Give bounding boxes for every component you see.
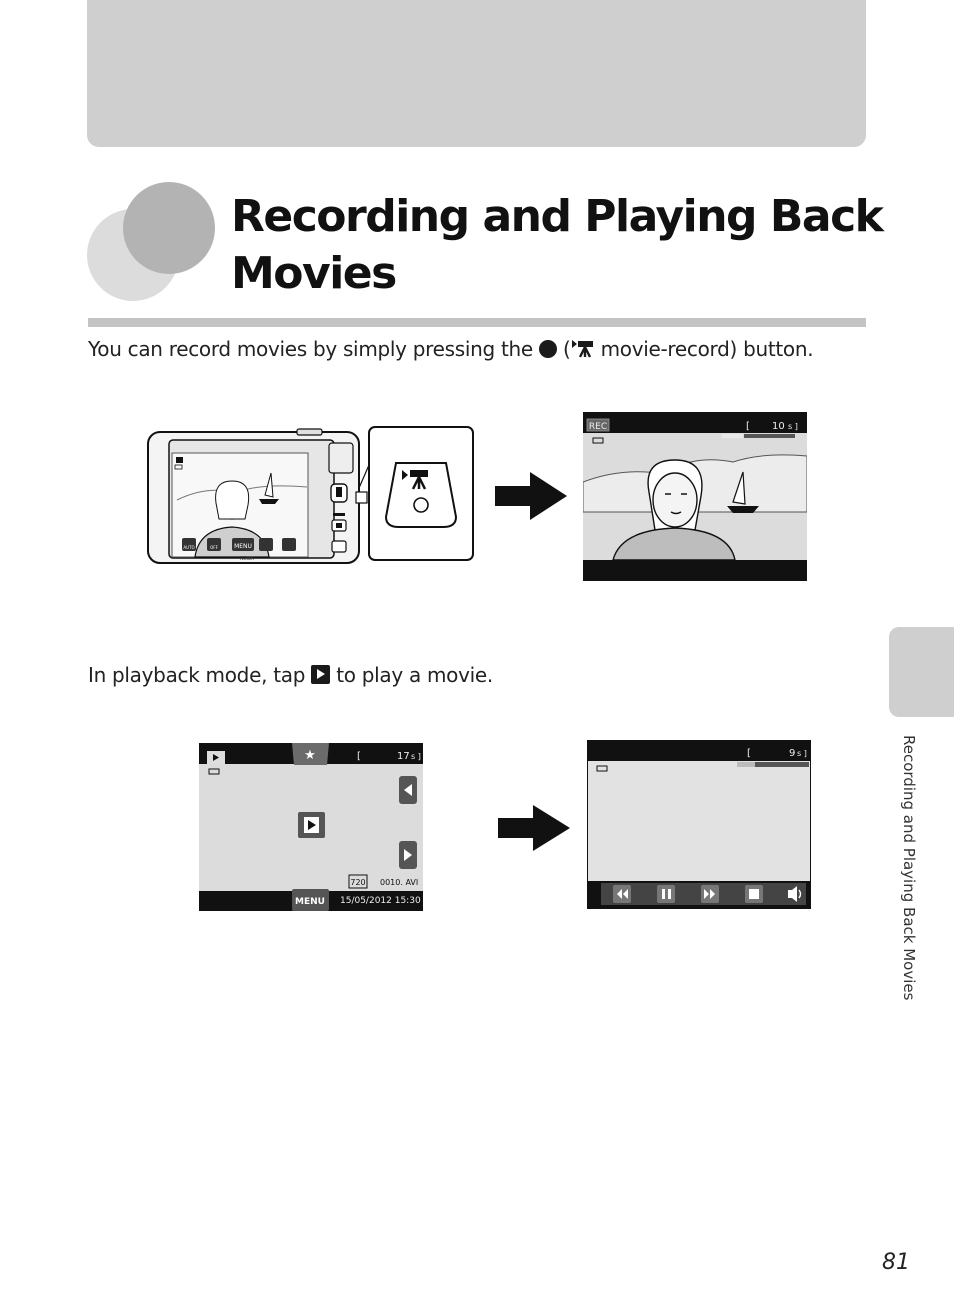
playback-running-screen: [ 9 s ] [587, 740, 811, 909]
star-icon: ★ [304, 748, 316, 763]
camera-off-label: OFF [210, 545, 218, 550]
playback-progress-fill [737, 762, 755, 767]
recording-progress-fill [722, 434, 744, 438]
favorite-tab[interactable] [292, 743, 329, 765]
decorative-circle-dark [123, 182, 215, 274]
intro-paragraph: You can record movies by simply pressing… [88, 337, 814, 361]
menu-label: MENU [295, 897, 325, 907]
playback-select-time: 17 [397, 751, 410, 762]
svg-text:[: [ [746, 421, 750, 432]
side-tab-text: Recording and Playing Back Movies [900, 735, 918, 1001]
camera-auto-label: AUTO [183, 545, 194, 550]
pause-button[interactable] [657, 885, 675, 903]
title-rule [88, 318, 866, 327]
playback-text-after: to play a movie. [336, 663, 493, 687]
svg-text:[: [ [747, 748, 751, 759]
rec-badge: REC [589, 422, 607, 432]
menu-button[interactable] [292, 889, 329, 911]
movie-record-icon [571, 340, 593, 358]
rewind-icon [617, 889, 628, 899]
playback-progress-track [737, 762, 809, 767]
svg-text:s ]: s ] [411, 752, 421, 761]
recording-remaining-time: 10 [772, 421, 785, 432]
svg-text:s ]: s ] [797, 749, 807, 758]
record-button-icon [538, 340, 557, 358]
svg-text:[: [ [357, 751, 361, 762]
arrow-left-icon [404, 784, 412, 796]
recording-screen: REC [ 10 s ] [583, 412, 807, 581]
play-icon [308, 820, 316, 830]
side-tab-label: Recording and Playing Back Movies [888, 735, 928, 1025]
pause-icon [662, 889, 671, 899]
svg-text:s ]: s ] [788, 422, 798, 431]
camera-back-illustration: MENU AUTO OFF Nikon [147, 426, 474, 564]
intro-text-middle: ( [563, 337, 571, 361]
chapter-title: Recording and Playing Back Movies [231, 191, 884, 299]
arrow-right-icon [404, 849, 412, 861]
play-icon [311, 665, 331, 684]
intro-text-before: You can record movies by simply pressing… [88, 337, 533, 361]
stop-icon [749, 889, 759, 899]
camera-brand: Nikon [240, 556, 254, 562]
playback-text-before: In playback mode, tap [88, 663, 306, 687]
playback-remaining-time: 9 [789, 748, 795, 759]
arrow-right-icon [498, 805, 570, 851]
playback-select-screen: ★ [ 17 s ] 720 0010. AVI MENU 15/05/2012… [199, 743, 423, 911]
intro-text-after: movie-record) button. [600, 337, 814, 361]
volume-icon[interactable] [788, 886, 802, 902]
file-name: 0010. AVI [380, 878, 418, 887]
chapter-header-band [87, 0, 866, 147]
arrow-right-icon [495, 472, 567, 520]
recording-progress-track [722, 434, 795, 438]
page-number: 81 [882, 1250, 910, 1275]
side-tab [889, 627, 954, 717]
date-time: 15/05/2012 15:30 [340, 896, 421, 906]
resolution-label: 720 [350, 878, 365, 887]
camera-menu-label: MENU [234, 543, 252, 550]
playback-instruction: In playback mode, tap to play a movie. [88, 663, 493, 687]
fast-forward-icon [704, 889, 715, 899]
